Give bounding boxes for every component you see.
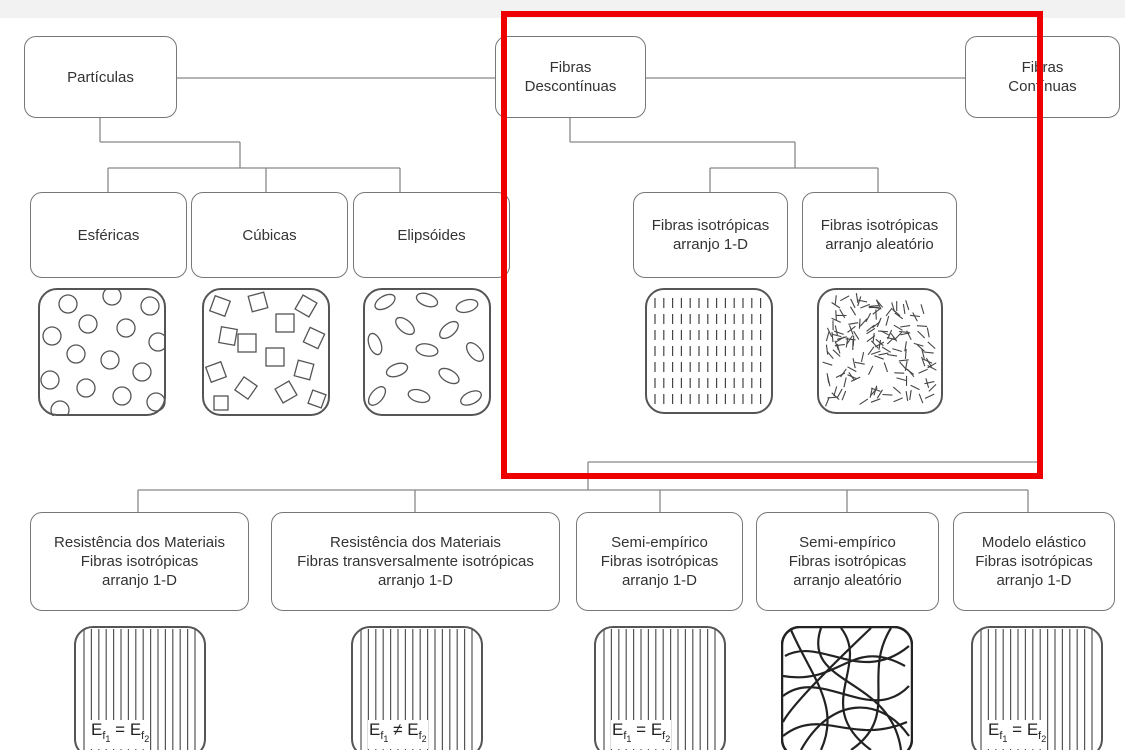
node-cubicas-label: Cúbicas	[242, 226, 296, 245]
eq-operator: =	[636, 720, 646, 739]
node-esfericas: Esféricas	[30, 192, 187, 278]
eq-e: E	[407, 720, 418, 739]
eq-e: E	[988, 720, 999, 739]
node-cubicas: Cúbicas	[191, 192, 348, 278]
node-modelo-elastico-label: Modelo elástico Fibras isotrópicas arran…	[975, 533, 1093, 590]
eq-e: E	[651, 720, 662, 739]
eq-e: E	[1027, 720, 1038, 739]
ellipsoids-illustration	[363, 288, 491, 416]
eq-one: 1	[105, 734, 110, 744]
eq-two: 2	[144, 734, 149, 744]
node-esfericas-label: Esféricas	[78, 226, 140, 245]
equation-not-equal: Ef1 ≠ Ef2	[368, 720, 428, 749]
node-resistencia-trans-label: Resistência dos Materiais Fibras transve…	[297, 533, 534, 590]
eq-e: E	[369, 720, 380, 739]
eq-e: E	[612, 720, 623, 739]
eq-operator: ≠	[393, 720, 402, 739]
node-modelo-elastico: Modelo elástico Fibras isotrópicas arran…	[953, 512, 1115, 611]
eq-two: 2	[1041, 734, 1046, 744]
eq-e: E	[130, 720, 141, 739]
node-semi-empirico-aleatorio: Semi-empírico Fibras isotrópicas arranjo…	[756, 512, 939, 611]
node-semi-empirico-1d: Semi-empírico Fibras isotrópicas arranjo…	[576, 512, 743, 611]
eq-one: 1	[383, 734, 388, 744]
node-particulas-label: Partículas	[67, 68, 134, 87]
node-particulas: Partículas	[24, 36, 177, 118]
cubes-illustration	[202, 288, 330, 416]
node-elipsoides-label: Elipsóides	[397, 226, 465, 245]
tangled-fibers-illustration	[781, 626, 913, 750]
node-semi-empirico-1d-label: Semi-empírico Fibras isotrópicas arranjo…	[601, 533, 719, 590]
node-resistencia-trans: Resistência dos Materiais Fibras transve…	[271, 512, 560, 611]
node-resistencia-iso: Resistência dos Materiais Fibras isotróp…	[30, 512, 249, 611]
eq-e: E	[91, 720, 102, 739]
equation-equal-3: Ef1 = Ef2	[987, 720, 1047, 749]
node-semi-empirico-aleatorio-label: Semi-empírico Fibras isotrópicas arranjo…	[789, 533, 907, 590]
eq-operator: =	[115, 720, 125, 739]
node-elipsoides: Elipsóides	[353, 192, 510, 278]
equation-equal-2: Ef1 = Ef2	[611, 720, 671, 749]
spheres-illustration	[38, 288, 166, 416]
eq-operator: =	[1012, 720, 1022, 739]
node-resistencia-iso-label: Resistência dos Materiais Fibras isotróp…	[54, 533, 225, 590]
eq-one: 1	[626, 734, 631, 744]
eq-two: 2	[422, 734, 427, 744]
eq-two: 2	[665, 734, 670, 744]
highlight-box	[501, 11, 1043, 479]
eq-one: 1	[1002, 734, 1007, 744]
equation-equal-1: Ef1 = Ef2	[90, 720, 150, 749]
